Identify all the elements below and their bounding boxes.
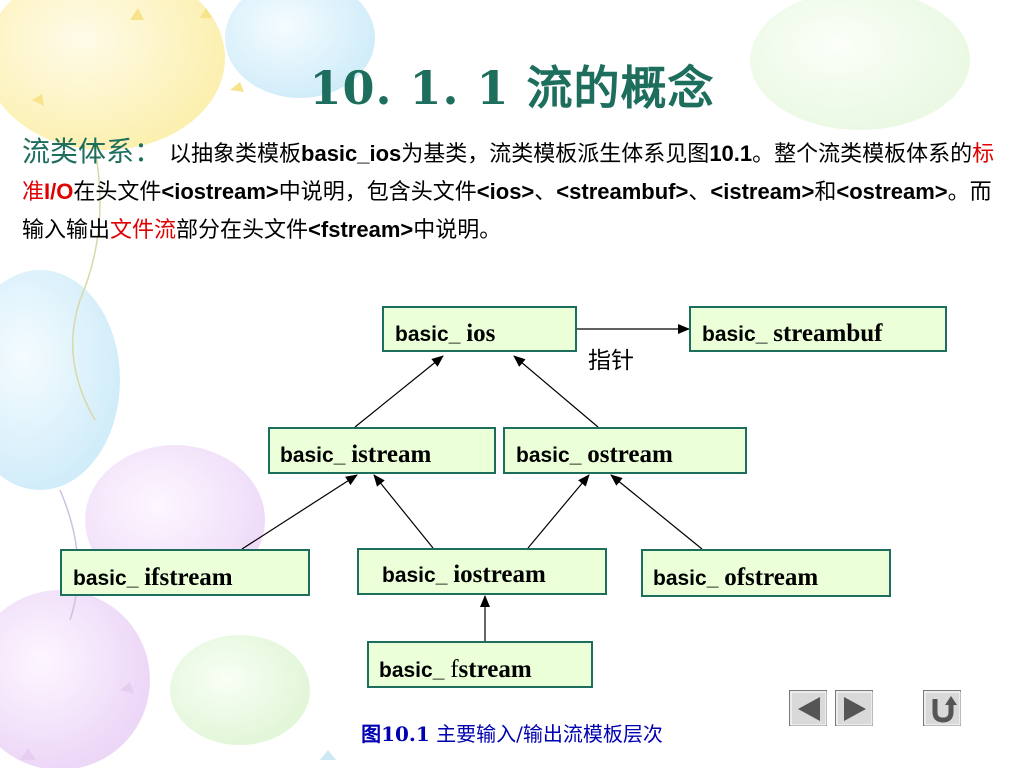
node-suffix: ifstream <box>144 564 233 591</box>
node-suffix: ofstream <box>724 564 819 591</box>
figure-caption: 图10.1 主要输入/输出流模板层次 <box>0 718 1024 747</box>
text-run: 、 <box>688 180 711 205</box>
return-button[interactable] <box>923 690 961 726</box>
node-basic-istream: basic_ istream <box>268 427 496 474</box>
slide-title: 10. 1. 1 流的概念 <box>309 61 715 115</box>
keyword: <istream> <box>710 179 815 204</box>
node-suffix: streambuf <box>773 320 883 347</box>
figure-ref: 10.1 <box>709 141 753 166</box>
text-run: 部分在头文件 <box>176 218 309 243</box>
text-run: 中说明，包含头文件 <box>278 180 477 205</box>
node-suffix: stream <box>458 656 532 683</box>
text-run: 以抽象类模板 <box>162 142 302 167</box>
figure-number: 图10.1 <box>361 722 430 746</box>
pointer-label: 指针 <box>588 348 634 374</box>
keyword: <streambuf> <box>556 179 689 204</box>
caption-text: 主要输入/输出流模板层次 <box>429 722 663 746</box>
node-prefix: basic_ <box>702 323 774 346</box>
node-prefix: basic_ <box>382 564 454 587</box>
node-basic-streambuf: basic_ streambuf <box>689 306 947 352</box>
highlight-text: 文件流 <box>110 218 177 243</box>
text-run: 、 <box>534 180 557 205</box>
node-suffix: ios <box>466 320 496 347</box>
edge-iostream-istream <box>373 474 434 549</box>
triangle-left-icon <box>790 691 827 726</box>
triangle-right-icon <box>836 691 873 726</box>
section-lead: 流类体系： <box>22 135 163 168</box>
node-basic-ifstream: basic_ ifstream <box>60 549 310 596</box>
edge-ostream-ios <box>513 355 599 428</box>
node-suffix-f: f <box>450 656 459 683</box>
next-slide-button[interactable] <box>835 690 873 726</box>
node-suffix: ostream <box>587 441 673 468</box>
node-basic-ios: basic_ ios <box>382 306 577 352</box>
node-prefix: basic_ <box>280 444 352 467</box>
u-turn-return-icon <box>924 691 961 726</box>
prev-slide-button[interactable] <box>789 690 827 726</box>
text-run: 和 <box>814 180 837 205</box>
node-basic-iostream: basic_ iostream <box>357 548 607 595</box>
node-prefix: basic_ <box>73 567 145 590</box>
text-run: 。整个流类模板体系的 <box>752 142 973 167</box>
node-basic-fstream: basic_ fstream <box>367 641 593 688</box>
edge-iostream-ostream <box>527 474 590 549</box>
keyword: <ios> <box>476 179 535 204</box>
text-run: 为基类，流类模板派生体系见图 <box>401 142 710 167</box>
node-prefix: basic_ <box>379 659 451 682</box>
edge-ofstream-ostream <box>610 474 703 550</box>
keyword: <iostream> <box>161 179 279 204</box>
node-basic-ostream: basic_ ostream <box>503 427 747 474</box>
node-basic-ofstream: basic_ ofstream <box>641 549 891 597</box>
body-paragraph: 流类体系： 以抽象类模板basic_ios为基类，流类模板派生体系见图10.1。… <box>22 133 1007 249</box>
edge-ifstream-istream <box>241 474 358 550</box>
keyword: <ostream> <box>836 179 948 204</box>
highlight-keyword: I/O <box>44 179 74 204</box>
text-run: 。而输入输出 <box>22 180 992 243</box>
node-prefix: basic_ <box>653 567 725 590</box>
node-prefix: basic_ <box>516 444 588 467</box>
text-run: 中说明。 <box>413 218 502 243</box>
keyword: basic_ios <box>301 141 402 166</box>
node-suffix: iostream <box>453 561 546 588</box>
edge-istream-ios <box>354 355 444 428</box>
node-prefix: basic_ <box>395 323 467 346</box>
highlight-text: 标准 <box>22 142 995 205</box>
keyword: <fstream> <box>308 217 414 242</box>
node-suffix: istream <box>351 441 432 468</box>
text-run: 在头文件 <box>73 180 162 205</box>
